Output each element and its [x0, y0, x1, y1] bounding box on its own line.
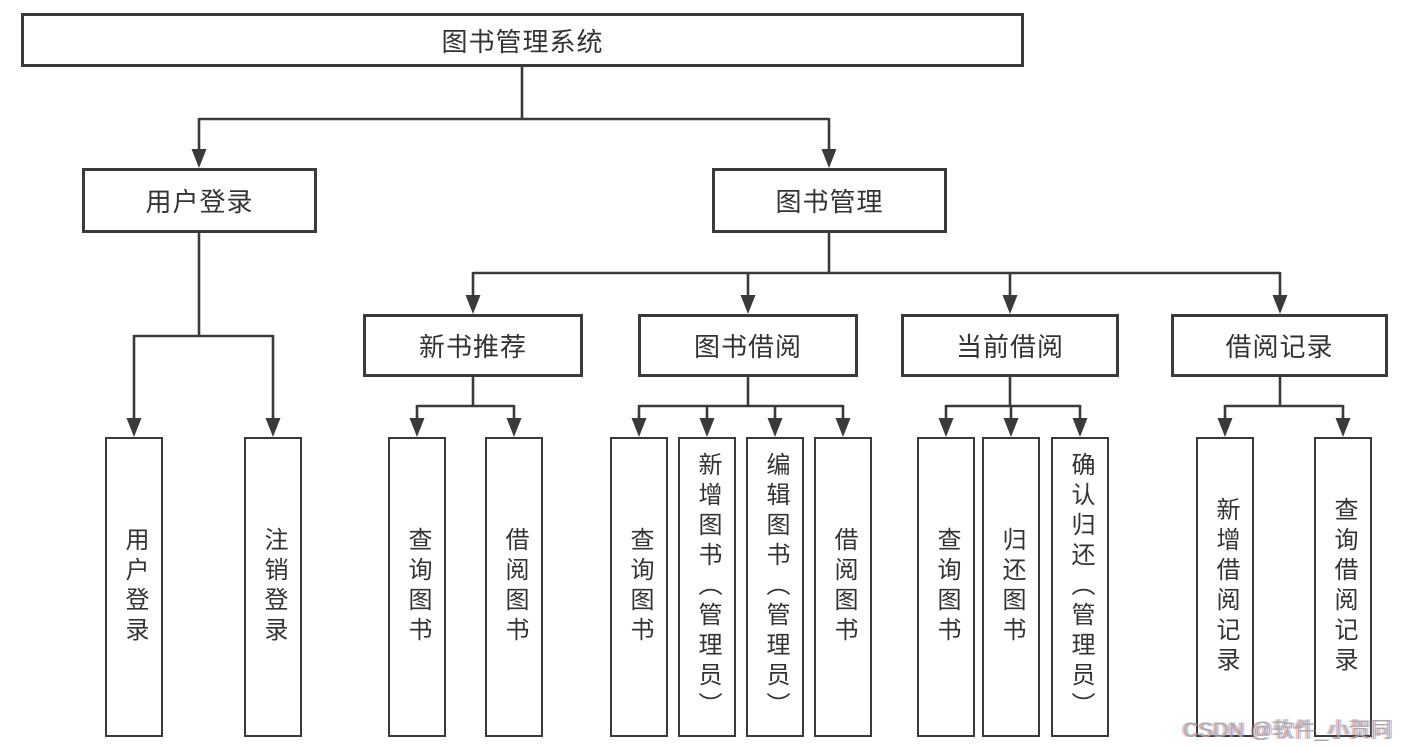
- leaf-borrowing-query-books: 查询图书: [610, 437, 668, 737]
- leaf-newbook-query-books: 查询图书: [388, 437, 446, 737]
- node-borrowing-records: 借阅记录: [1171, 314, 1388, 377]
- leaf-records-add-borrow-record: 新增借阅记录: [1196, 437, 1254, 737]
- leaf-current-confirm-return-admin: 确认归还（管理员）: [1051, 437, 1109, 737]
- node-library-management-system: 图书管理系统: [21, 13, 1024, 67]
- leaf-borrowing-add-books-admin: 新增图书（管理员）: [678, 437, 736, 737]
- node-user-login-group: 用户登录: [82, 168, 317, 233]
- connector-edges: [132, 66, 1345, 420]
- leaf-current-return-books: 归还图书: [982, 437, 1040, 737]
- csdn-watermark: CSDN @软件_小贺同学: [1183, 719, 1393, 742]
- leaf-current-query-books: 查询图书: [917, 437, 975, 737]
- leaf-borrowing-edit-books-admin: 编辑图书（管理员）: [746, 437, 804, 737]
- node-book-management-group: 图书管理: [712, 168, 947, 233]
- leaf-newbook-borrow-books: 借阅图书: [485, 437, 543, 737]
- leaf-logout: 注销登录: [244, 437, 302, 737]
- leaf-records-query-borrow-record: 查询借阅记录: [1314, 437, 1372, 737]
- node-new-book-recommendation: 新书推荐: [363, 314, 583, 377]
- leaf-borrowing-borrow-books: 借阅图书: [814, 437, 872, 737]
- node-current-borrowing: 当前借阅: [901, 314, 1119, 377]
- node-book-borrowing: 图书借阅: [638, 314, 858, 377]
- leaf-user-login: 用户登录: [105, 437, 163, 737]
- arrowheads: [126, 149, 1351, 437]
